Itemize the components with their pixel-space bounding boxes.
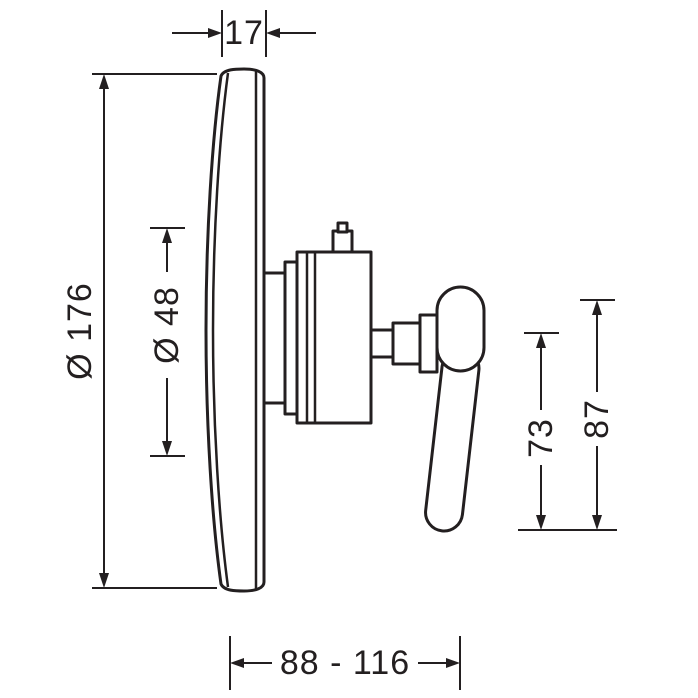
arrowhead: [99, 74, 109, 89]
arrowhead: [592, 300, 602, 315]
arrowhead: [99, 573, 109, 588]
arrowhead: [230, 658, 244, 668]
handle-adapter: [418, 313, 439, 374]
arrowhead: [266, 28, 280, 38]
dim-depth-label: 17: [224, 14, 264, 52]
valve-step-front: [262, 271, 287, 405]
escutcheon-plate: [204, 67, 266, 593]
handle-stem-2: [391, 321, 422, 366]
dim-lever-length-label: 73: [522, 418, 560, 458]
arrowhead: [536, 515, 546, 530]
plate-outline: [204, 67, 266, 593]
handle-flange: [435, 285, 486, 373]
arrowhead: [162, 228, 172, 243]
dim-installation-depth-label: 88 - 116: [280, 644, 410, 682]
arrowhead: [208, 28, 222, 38]
valve-sleeve: [295, 250, 373, 425]
dim-hub-diameter: Ø 48: [148, 227, 186, 457]
dim-plate-diameter-label: Ø 176: [61, 282, 99, 380]
dim-handle-height: 87: [518, 299, 617, 531]
arrowhead: [536, 333, 546, 348]
dim-lever-length: 73: [522, 332, 560, 530]
arrowhead: [592, 515, 602, 530]
arrowhead: [162, 441, 172, 456]
dim-installation-depth: 88 - 116: [229, 636, 461, 690]
valve-top-stem: [331, 229, 354, 254]
handle-stem-1: [369, 328, 395, 359]
plate-rim-arc: [211, 72, 230, 588]
handle: [369, 285, 486, 533]
arrowhead: [446, 658, 460, 668]
dim-hub-diameter-label: Ø 48: [148, 286, 186, 364]
dim-plate-diameter: Ø 176: [61, 73, 217, 589]
valve-top-stem-nub: [336, 221, 349, 234]
valve-step-mid: [283, 260, 299, 416]
handle-lever: [424, 348, 481, 533]
dim-depth: 17: [172, 10, 316, 57]
valve-body: [262, 221, 373, 425]
dim-handle-height-label: 87: [578, 399, 616, 439]
